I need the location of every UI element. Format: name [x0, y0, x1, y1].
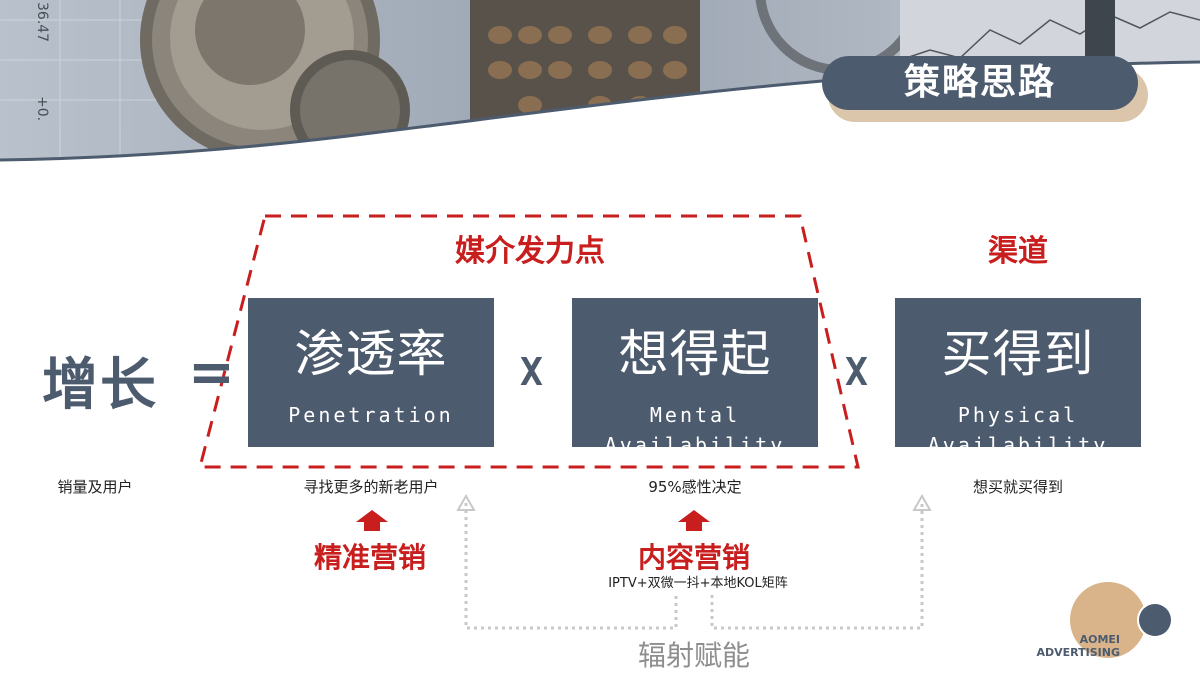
content-marketing-subtext: IPTV+双微一抖+本地KOL矩阵 [608, 576, 788, 591]
box-physical-availability: 买得到 Physical Availability [895, 298, 1141, 447]
box-physical-caption: 想买就买得到 [972, 478, 1063, 496]
media-dashed-frame [198, 214, 860, 469]
box-penetration-caption: 寻找更多的新老用户 [303, 478, 439, 496]
logo-text: AOMEI ADVERTISING [1030, 633, 1121, 659]
channel-label: 渠道 [988, 234, 1048, 269]
equals-sign: = [188, 340, 235, 405]
times-sign-1: X [520, 350, 543, 394]
radiate-empower-label: 辐射赋能 [637, 639, 750, 672]
box-mental-caption: 95%感性决定 [648, 478, 742, 496]
precision-marketing-label: 精准营销 [313, 541, 426, 574]
media-focus-label: 媒介发力点 [455, 234, 605, 269]
photo-number-2: +0. [34, 96, 50, 121]
box-penetration-subtitle: Penetration [288, 403, 454, 427]
box-mental-availability: 想得起 Mental Availability [572, 298, 818, 447]
up-arrow-content-icon [678, 510, 710, 531]
radiate-line-right [710, 503, 924, 630]
logo-line-1: AOMEI [1079, 633, 1120, 646]
radiate-arrow-right-icon [912, 493, 932, 511]
photo-number-1: 36.47 [34, 2, 50, 42]
box-physical-subtitle: Physical Availability [927, 403, 1109, 447]
radiate-line-left [464, 503, 678, 630]
times-sign-2: X [845, 350, 868, 394]
box-physical-title: 买得到 [941, 325, 1095, 383]
box-penetration: 渗透率 Penetration [248, 298, 494, 447]
box-mental-subtitle: Mental Availability [604, 403, 786, 447]
box-mental-title: 想得起 [618, 325, 772, 383]
page-title: 策略思路 [903, 62, 1056, 103]
up-arrow-precision-icon [356, 510, 388, 531]
logo-line-2: ADVERTISING [1036, 646, 1121, 659]
content-marketing-label: 内容营销 [637, 541, 750, 574]
box-penetration-title: 渗透率 [294, 325, 448, 383]
growth-caption: 销量及用户 [57, 478, 133, 496]
growth-label: 增长 [42, 353, 158, 418]
aomei-logo-icon [1070, 582, 1173, 658]
radiate-arrow-left-icon [456, 493, 476, 511]
header-banner-photo: 36.47 +0. [0, 0, 1200, 162]
title-pill [822, 56, 1138, 110]
